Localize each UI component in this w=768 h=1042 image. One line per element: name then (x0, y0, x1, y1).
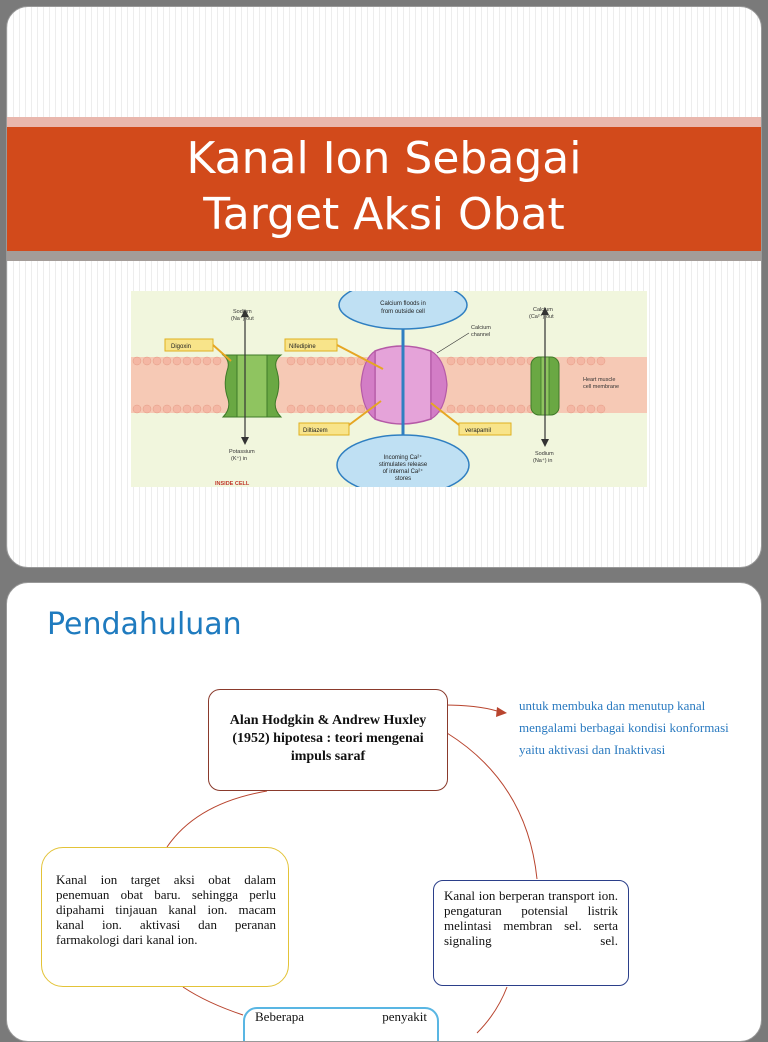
sodium-in-sub: (Na⁺) in (533, 457, 552, 464)
diseases-box: Beberapa penyakit (243, 1007, 439, 1041)
nifedipine-pointer (336, 344, 384, 370)
ion-channel-diagram: Calcium floods in from outside cell Inco… (131, 280, 647, 496)
nifedipine-label: Nifedipine (289, 344, 316, 350)
heart-muscle-label-1: Heart muscle (583, 377, 615, 383)
digoxin-label: Digoxin (171, 344, 191, 350)
sodium-potassium-pump (221, 354, 283, 418)
accent-band-top (7, 117, 761, 127)
lipid-heads-top (132, 356, 606, 366)
conformation-note: untuk membuka dan menutup kanal mengalam… (519, 698, 729, 757)
sodium-in-arrowhead (541, 439, 549, 447)
ion-channel-figure: Calcium floods in from outside cell Inco… (131, 280, 647, 496)
calcium-out-arrowhead (541, 307, 549, 315)
verapamil-pointer (430, 402, 460, 426)
arc-top-right (446, 732, 538, 880)
incoming-text-1: Incoming Ca²⁺ (384, 454, 423, 461)
digoxin-pointer (212, 344, 232, 362)
incoming-text-2: stimulates release (379, 462, 428, 468)
sodium-out-sub: (Na⁺) out (231, 315, 254, 322)
potassium-label: Potassium (229, 449, 255, 455)
diltiazem-pointer (348, 400, 382, 426)
arc-top-left (166, 790, 268, 848)
note-connector-arrowhead (496, 707, 507, 717)
verapamil-label-box (458, 422, 512, 436)
calcium-channel-label-1: Calcium (471, 325, 491, 331)
hodgkin-huxley-box: Alan Hodgkin & Andrew Huxley (1952) hipo… (208, 689, 448, 791)
title-slide: Kanal Ion Sebagai Target Aksi Obat (6, 6, 762, 568)
diltiazem-label: Diltiazem (303, 428, 328, 434)
title-line-2: Target Aksi Obat (203, 189, 565, 240)
title-line-1: Kanal Ion Sebagai (186, 133, 582, 184)
incoming-text-4: stores (395, 476, 411, 482)
potassium-in-arrowhead (241, 437, 249, 445)
calcium-channel-pointer (436, 332, 470, 354)
inside-cell-label: INSIDE CELL (215, 481, 250, 487)
slide-title: Kanal Ion Sebagai Target Aksi Obat (7, 131, 761, 243)
sodium-out-arrowhead (241, 309, 249, 317)
sodium-in-label: Sodium (535, 451, 554, 457)
accent-band-bottom (7, 251, 761, 261)
calcium-floods-text-2: from outside cell (381, 309, 425, 315)
potassium-sub: (K⁺) in (231, 455, 247, 462)
heart-muscle-label-2: cell membrane (583, 384, 619, 390)
drug-target-box: Kanal ion target aksi obat dalam penemua… (41, 847, 289, 987)
sodium-out-label: Sodium (233, 309, 252, 315)
incoming-text-3: of internal Ca²⁺ (383, 468, 424, 475)
introduction-slide: Pendahuluan Alan Hodgkin & Andrew Huxley… (6, 582, 762, 1042)
title-band (7, 127, 761, 251)
calcium-out-label: Calcium (533, 307, 553, 313)
ion-transport-box: Kanal ion berperan transport ion. pengat… (433, 880, 629, 986)
calcium-channel-label-2: channel (471, 332, 490, 338)
slide-heading: Pendahuluan (47, 607, 242, 642)
arc-bottom-right (476, 986, 508, 1034)
diltiazem-label-box (298, 422, 350, 436)
calcium-out-sub: (Ca²⁺) out (529, 313, 554, 320)
calcium-floods-text-1: Calcium floods in (380, 301, 426, 307)
arc-bottom-left (182, 986, 244, 1016)
note-connector (442, 704, 498, 712)
lipid-heads-bottom (132, 404, 606, 414)
verapamil-label: verapamil (465, 428, 491, 434)
